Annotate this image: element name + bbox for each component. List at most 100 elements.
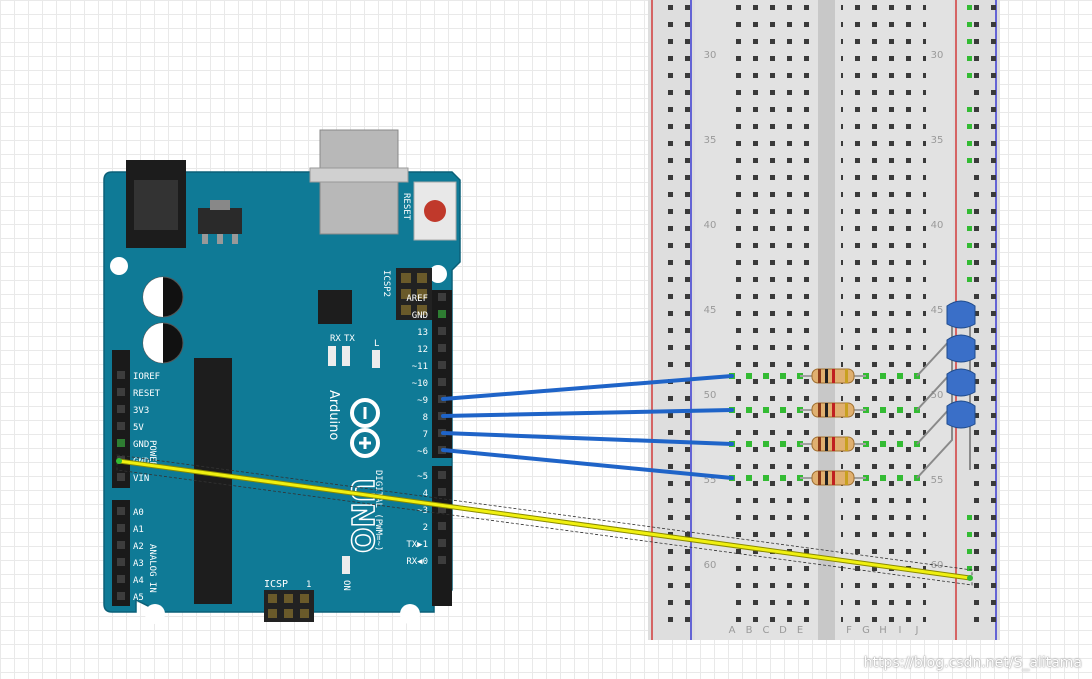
digital-pin[interactable] xyxy=(438,522,446,530)
reset-label: RESET xyxy=(401,193,411,221)
digital-pin[interactable] xyxy=(438,471,446,479)
row-number-left: 30 xyxy=(704,50,717,61)
digital-pin[interactable] xyxy=(438,293,446,301)
row-number-right: 45 xyxy=(931,305,944,316)
digital-pin-label: 8 xyxy=(423,413,428,423)
digital-pin[interactable] xyxy=(438,539,446,547)
resistor[interactable] xyxy=(800,402,866,418)
arduino-board[interactable]: RESET ICSP2 RX TX L ON Arduino UNO DIGIT… xyxy=(103,129,461,624)
tx-led xyxy=(342,346,350,366)
voltage-regulator xyxy=(198,208,242,234)
digital-pin[interactable] xyxy=(438,344,446,352)
resistor[interactable] xyxy=(800,368,866,384)
resistor[interactable] xyxy=(800,436,866,452)
digital-pin[interactable] xyxy=(438,378,446,386)
power-pin[interactable] xyxy=(117,371,125,379)
analog-pin-label: A4 xyxy=(133,576,144,586)
wires xyxy=(116,374,973,586)
digital-pin[interactable] xyxy=(438,310,446,318)
column-letter: H xyxy=(879,625,887,636)
digital-pin-label: ~6 xyxy=(417,447,428,457)
digital-pin-label: ~5 xyxy=(417,472,428,482)
analog-pin-label: A0 xyxy=(133,508,144,518)
row-number-right: 55 xyxy=(931,475,944,486)
row-number-left: 35 xyxy=(704,135,717,146)
mounting-hole xyxy=(400,604,420,624)
analog-label: ANALOG IN xyxy=(147,544,157,593)
rx-label: RX xyxy=(330,334,341,344)
digital-pin-label: 7 xyxy=(423,430,428,440)
analog-pin[interactable] xyxy=(117,507,125,515)
icsp-label: ICSP xyxy=(264,579,288,590)
analog-pin[interactable] xyxy=(117,575,125,583)
analog-pin-label: A3 xyxy=(133,559,144,569)
icsp2-label: ICSP2 xyxy=(381,270,391,297)
right-rail-active-holes xyxy=(967,5,972,571)
digital-pin[interactable] xyxy=(438,556,446,564)
row-number-right: 50 xyxy=(931,390,944,401)
column-letter: A xyxy=(729,625,736,636)
leds xyxy=(916,300,976,479)
digital-label: DIGITAL (PWM=~) xyxy=(373,470,383,551)
digital-pin[interactable] xyxy=(438,327,446,335)
breadboard-center-gap xyxy=(818,0,835,640)
column-letter: D xyxy=(779,625,787,636)
power-label: POWER xyxy=(147,440,157,468)
power-header-block xyxy=(112,350,130,488)
resistors xyxy=(800,368,866,486)
pin-8-wire[interactable] xyxy=(441,448,734,480)
power-pin-label: GND xyxy=(133,440,149,450)
ground-wire[interactable] xyxy=(116,454,973,586)
digital-pin[interactable] xyxy=(438,488,446,496)
mounting-hole xyxy=(429,265,447,283)
power-pin-label: 3V3 xyxy=(133,406,149,416)
analog-pin[interactable] xyxy=(117,558,125,566)
analog-pin[interactable] xyxy=(117,524,125,532)
column-letter: F xyxy=(846,625,852,636)
row-number-left: 50 xyxy=(704,390,717,401)
power-pin[interactable] xyxy=(117,422,125,430)
pin-9-wire[interactable] xyxy=(441,431,734,446)
analog-pin[interactable] xyxy=(117,592,125,600)
pin-11-wire[interactable] xyxy=(441,374,734,401)
digital-pin[interactable] xyxy=(438,361,446,369)
brand-label: Arduino xyxy=(326,390,341,440)
digital-pin-label: AREF xyxy=(406,294,428,304)
digital-pin-label: ~11 xyxy=(412,362,428,372)
mounting-hole xyxy=(110,257,128,275)
power-pin-label: RESET xyxy=(133,389,161,399)
rx-led xyxy=(328,346,336,366)
digital-pin-label: 12 xyxy=(417,345,428,355)
row-number-left: 55 xyxy=(704,475,717,486)
power-pin-label: IOREF xyxy=(133,372,160,382)
model-label: UNO xyxy=(344,478,379,553)
power-pin[interactable] xyxy=(117,439,125,447)
power-pin[interactable] xyxy=(117,388,125,396)
digital-pin-label: GND xyxy=(412,311,428,321)
led[interactable] xyxy=(916,334,976,411)
column-letter: E xyxy=(797,625,803,636)
analog-pin[interactable] xyxy=(117,541,125,549)
power-pin[interactable] xyxy=(117,405,125,413)
power-pin-label: VIN xyxy=(133,474,149,484)
digital-pin-label: 13 xyxy=(417,328,428,338)
mounting-hole xyxy=(145,604,165,624)
on-led xyxy=(342,556,350,574)
analog-header-block xyxy=(112,500,130,606)
power-pin[interactable] xyxy=(117,473,125,481)
led[interactable] xyxy=(916,400,976,479)
arduino-logo xyxy=(350,398,380,458)
pin-10-wire[interactable] xyxy=(441,408,734,418)
reset-button-cap[interactable] xyxy=(424,200,446,222)
analog-pin-label: A5 xyxy=(133,593,144,603)
row-number-left: 45 xyxy=(704,305,717,316)
digital-pin-label: 4 xyxy=(423,489,428,499)
digital-pin[interactable] xyxy=(438,505,446,513)
left-rail-holes xyxy=(658,0,692,625)
l-label: L xyxy=(374,339,379,349)
column-letter: J xyxy=(915,625,919,636)
power-pin-label: 5V xyxy=(133,423,144,433)
resistor[interactable] xyxy=(800,470,866,486)
